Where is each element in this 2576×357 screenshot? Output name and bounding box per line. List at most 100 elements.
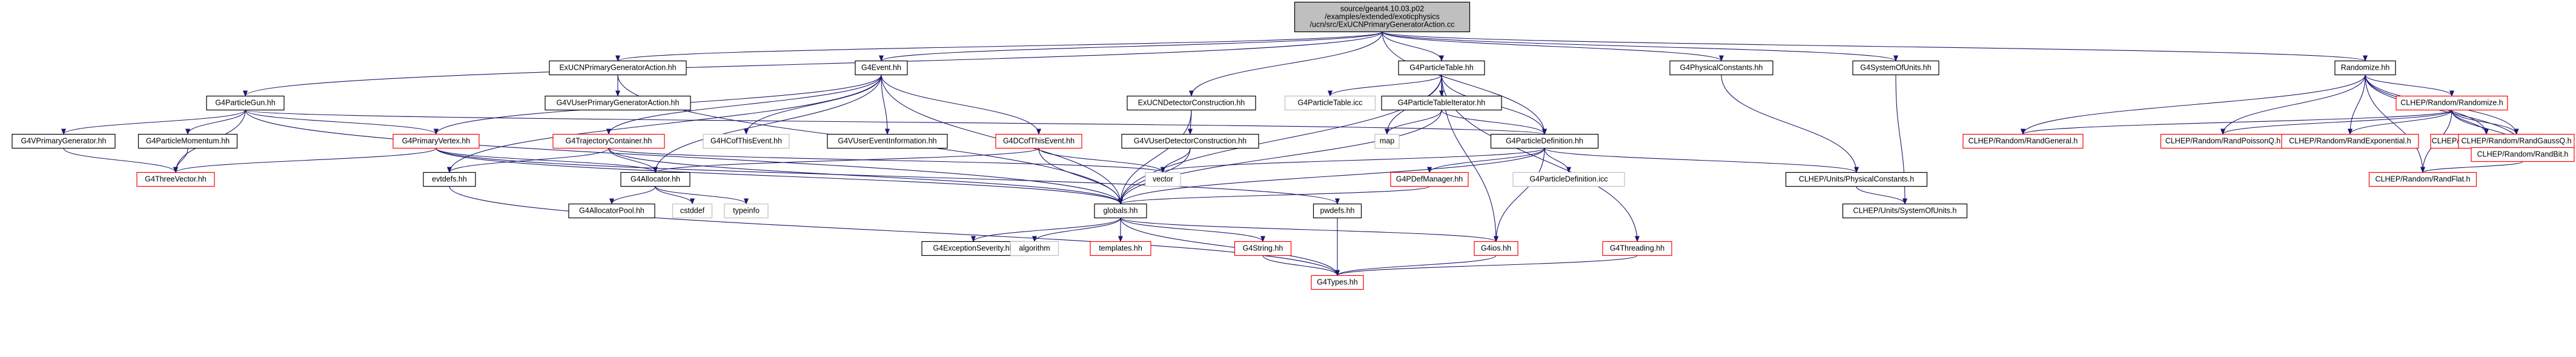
node-clhep_randbit[interactable]: CLHEP/Random/RandBit.h [2471, 147, 2575, 162]
node-g4trajcont[interactable]: G4TrajectoryContainer.hh [552, 133, 665, 149]
node-g4threevector[interactable]: G4ThreeVector.hh [136, 172, 215, 187]
node-g4excsev[interactable]: G4ExceptionSeverity.hh [921, 241, 1025, 256]
node-g4pdefmgr[interactable]: G4PDefManager.hh [1390, 172, 1469, 187]
node-g4string[interactable]: G4String.hh [1234, 241, 1292, 256]
node-label: G4VUserEventInformation.hh [838, 137, 936, 145]
node-map[interactable]: map [1374, 133, 1400, 149]
edge-clhep_randomize-to-clhep_randgeneral [2021, 110, 2452, 135]
node-label: G4VUserDetectorConstruction.hh [1134, 137, 1247, 145]
node-box [1145, 172, 1181, 187]
node-algorithm[interactable]: algorithm [1010, 241, 1059, 256]
node-label: ExUCNPrimaryGeneratorAction.hh [559, 64, 676, 72]
edge-g4ios-to-g4types [1335, 255, 1497, 276]
node-clhep_sysunits[interactable]: CLHEP/Units/SystemOfUnits.h [1842, 203, 1968, 219]
node-templates[interactable]: templates.hh [1090, 241, 1151, 256]
node-label: CLHEP/Random/Randomize.h [2400, 99, 2503, 107]
edge-g4pdef-to-clhep_physconst [1544, 148, 1859, 173]
node-box [206, 95, 285, 111]
node-g4ptable[interactable]: G4ParticleTable.hh [1398, 60, 1485, 76]
node-g4vuserdet[interactable]: G4VUserDetectorConstruction.hh [1121, 133, 1259, 149]
node-clhep_randflat[interactable]: CLHEP/Random/RandFlat.h [2368, 172, 2477, 187]
edge-g4pdef-to-g4pdefmgr [1427, 148, 1545, 173]
node-label: G4ThreeVector.hh [145, 175, 207, 184]
node-label: G4TrajectoryContainer.hh [566, 137, 652, 145]
edge-root-to-g4physconst [1382, 32, 1724, 62]
node-exucndet[interactable]: ExUCNDetectorConstruction.hh [1127, 95, 1256, 111]
node-pga_hh[interactable]: ExUCNPrimaryGeneratorAction.hh [549, 60, 687, 76]
node-randomize[interactable]: Randomize.hh [2334, 60, 2396, 76]
node-label: G4PDefManager.hh [1396, 175, 1463, 184]
node-label: G4String.hh [1243, 244, 1283, 253]
edge-g4trajcont-to-vector [608, 148, 1165, 173]
node-label: G4ParticleTable.icc [1298, 99, 1363, 107]
node-globals[interactable]: globals.hh [1094, 203, 1147, 219]
node-g4pdef_icc[interactable]: G4ParticleDefinition.icc [1512, 172, 1625, 187]
node-box [1090, 241, 1151, 256]
node-g4ios[interactable]: G4ios.hh [1474, 241, 1518, 256]
node-label: CLHEP/Units/PhysicalConstants.h [1799, 175, 1914, 184]
node-g4pgun[interactable]: G4ParticleGun.hh [206, 95, 285, 111]
node-clhep_randgaussq[interactable]: CLHEP/Random/RandGaussQ.h [2458, 133, 2575, 149]
edge-g4event-to-g4allocator [653, 75, 882, 173]
node-box [672, 203, 713, 219]
node-g4dcofthis[interactable]: G4DCofThisEvent.hh [995, 133, 1082, 149]
node-label: G4PhysicalConstants.hh [1680, 64, 1763, 72]
node-g4allocator[interactable]: G4Allocator.hh [620, 172, 690, 187]
node-g4primvertex[interactable]: G4PrimaryVertex.hh [392, 133, 480, 149]
node-label: G4Allocator.hh [631, 175, 680, 184]
node-box [545, 95, 691, 111]
node-g4vprimgen[interactable]: G4VPrimaryGenerator.hh [12, 133, 116, 149]
node-clhep_randpoisson[interactable]: CLHEP/Random/RandPoissonQ.h [2160, 133, 2286, 149]
edge-clhep_randomize-to-clhep_randgaussq [2451, 110, 2519, 135]
node-box [1398, 60, 1485, 76]
edge-g4physconst-to-clhep_physconst [1721, 75, 1859, 173]
edge-root-to-g4pdef [1382, 32, 1547, 135]
node-label: G4ParticleDefinition.icc [1529, 175, 1608, 184]
node-root[interactable]: source/geant4.10.03.p02/examples/extende… [1294, 1, 1471, 33]
node-box [392, 133, 480, 149]
node-label: CLHEP/Random/RandPoissonQ.h [2165, 137, 2280, 145]
edge-g4ptiter-to-map [1385, 110, 1442, 135]
edge-g4allocator-to-cstddef [655, 186, 695, 205]
node-g4physconst[interactable]: G4PhysicalConstants.hh [1669, 60, 1773, 76]
node-label: Randomize.hh [2341, 64, 2390, 72]
node-clhep_randomize[interactable]: CLHEP/Random/Randomize.h [2396, 95, 2508, 111]
node-g4allocpool[interactable]: G4AllocatorPool.hh [568, 203, 655, 219]
node-box [1284, 95, 1376, 111]
node-clhep_physconst[interactable]: CLHEP/Units/PhysicalConstants.h [1785, 172, 1928, 187]
edge-globals-to-algorithm [1032, 218, 1121, 242]
node-box [855, 60, 908, 76]
node-pwdefs[interactable]: pwdefs.hh [1313, 203, 1362, 219]
node-clhep_randgeneral[interactable]: CLHEP/Random/RandGeneral.h [1962, 133, 2084, 149]
node-g4event[interactable]: G4Event.hh [855, 60, 908, 76]
node-typeinfo[interactable]: typeinfo [724, 203, 769, 219]
edge-randomize-to-clhep_randgeneral [2021, 75, 2366, 135]
node-g4sysunits[interactable]: G4SystemOfUnits.hh [1852, 60, 1939, 76]
node-g4hcofthis[interactable]: G4HCofThisEvent.hh [703, 133, 790, 149]
edge-g4pdef-to-globals [1118, 148, 1545, 205]
node-box [549, 60, 687, 76]
node-label: templates.hh [1099, 244, 1142, 253]
node-g4ptiter[interactable]: G4ParticleTableIterator.hh [1381, 95, 1502, 111]
edge-g4dcofthis-to-vector [1038, 148, 1165, 173]
edge-g4pgun-to-globals [245, 110, 1123, 205]
node-vector[interactable]: vector [1145, 172, 1181, 187]
edge-g4vprimgen-to-g4threevector [63, 148, 178, 173]
node-clhep_randexp[interactable]: CLHEP/Random/RandExponential.h [2281, 133, 2419, 149]
edge-g4event-to-g4dcofthis [881, 75, 1041, 135]
node-box [1490, 133, 1599, 149]
node-cstddef[interactable]: cstddef [672, 203, 713, 219]
node-box [568, 203, 655, 219]
node-g4types[interactable]: G4Types.hh [1311, 275, 1364, 290]
node-g4threading[interactable]: G4Threading.hh [1602, 241, 1672, 256]
node-g4pdef[interactable]: G4ParticleDefinition.hh [1490, 133, 1599, 149]
node-box [724, 203, 769, 219]
node-label: G4ParticleDefinition.hh [1506, 137, 1583, 145]
node-g4ptable_icc[interactable]: G4ParticleTable.icc [1284, 95, 1376, 111]
node-evtdefs[interactable]: evtdefs.hh [423, 172, 476, 187]
node-g4vuserevinfo[interactable]: G4VUserEventInformation.hh [827, 133, 948, 149]
node-g4pmomentum[interactable]: G4ParticleMomentum.hh [137, 133, 238, 149]
node-g4vuserpga[interactable]: G4VUserPrimaryGeneratorAction.hh [545, 95, 691, 111]
edge-g4pgun-to-g4vprimgen [61, 110, 246, 135]
